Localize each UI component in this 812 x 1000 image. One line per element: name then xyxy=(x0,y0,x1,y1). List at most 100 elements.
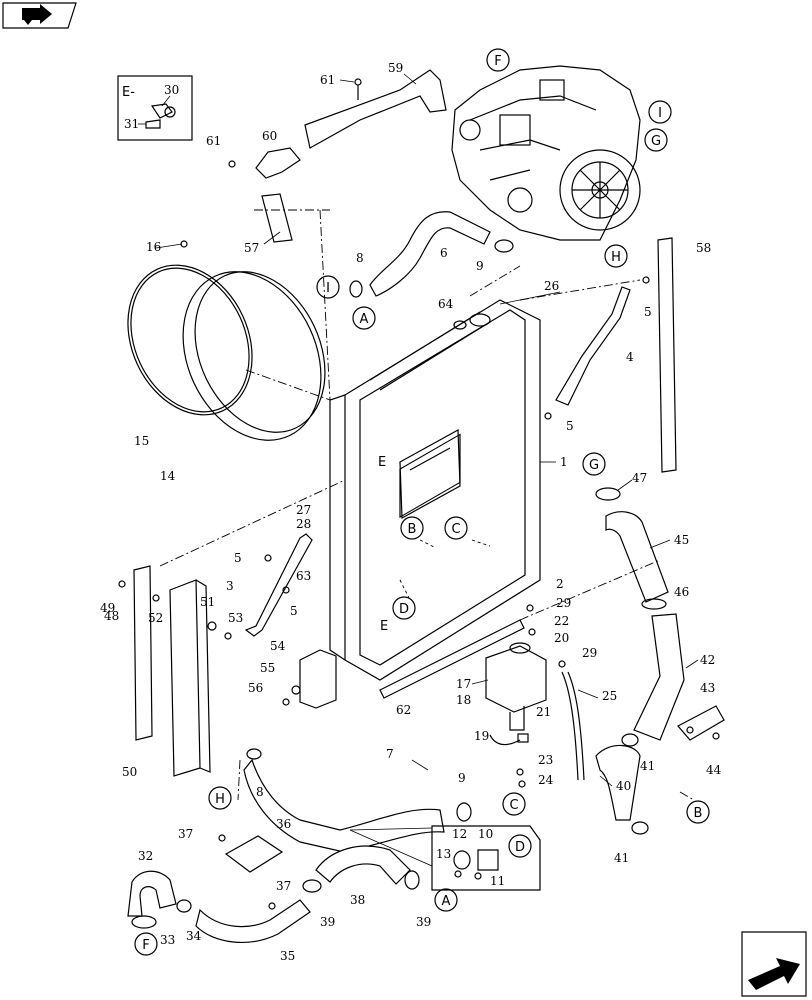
detail-d-group xyxy=(431,825,541,891)
svg-text:C: C xyxy=(451,522,460,537)
label-23: 23 xyxy=(538,753,553,767)
svg-text:D: D xyxy=(399,602,409,617)
label-48: 48 xyxy=(104,609,119,623)
hose-42 xyxy=(633,613,685,741)
label-56: 56 xyxy=(248,681,263,695)
callout-d-mid: D xyxy=(392,596,416,620)
e-marker-lower: E xyxy=(380,619,388,634)
label-42: 42 xyxy=(700,653,715,667)
label-62: 62 xyxy=(396,703,411,717)
svg-text:A: A xyxy=(442,894,451,909)
bracket-3 xyxy=(244,533,313,637)
label-57: 57 xyxy=(244,241,259,255)
label-9-upper: 9 xyxy=(476,259,484,273)
hose-clamp-9-upper xyxy=(494,239,514,253)
callout-g-top: G xyxy=(644,128,668,152)
e-marker-upper: E xyxy=(378,455,386,470)
label-54: 54 xyxy=(270,639,286,653)
hose-clamp-9-lower xyxy=(456,802,472,822)
bracket-36 xyxy=(224,835,284,873)
label-18: 18 xyxy=(456,693,471,707)
label-6: 6 xyxy=(440,246,448,260)
svg-text:B: B xyxy=(408,522,417,537)
label-22: 22 xyxy=(554,614,569,628)
svg-text:G: G xyxy=(651,134,661,149)
label-13: 13 xyxy=(436,847,451,861)
book-arrow-icon[interactable] xyxy=(2,2,77,29)
cushion-54 xyxy=(299,649,337,709)
part-labels: 61 59 61 60 16 57 8 6 9 58 26 64 5 4 5 1… xyxy=(100,61,722,963)
label-2: 2 xyxy=(556,577,564,591)
label-46: 46 xyxy=(674,585,689,599)
bolts xyxy=(118,78,720,910)
label-38: 38 xyxy=(350,893,365,907)
callouts: F I G H I A G B C D H C B D A F xyxy=(134,48,710,956)
label-5b: 5 xyxy=(566,419,574,433)
reserve-tank xyxy=(485,642,547,731)
label-55: 55 xyxy=(260,661,275,675)
label-24: 24 xyxy=(538,773,554,787)
svg-text:F: F xyxy=(142,938,149,953)
label-35: 35 xyxy=(280,949,295,963)
label-32: 32 xyxy=(138,849,153,863)
label-39b: 39 xyxy=(416,915,431,929)
stay-bar-62 xyxy=(379,619,525,699)
radiator-assembly xyxy=(329,299,541,681)
label-53: 53 xyxy=(228,611,243,625)
hose-clamp-39b xyxy=(404,870,420,890)
label-29a: 29 xyxy=(556,596,571,610)
label-27: 27 xyxy=(296,503,311,517)
hose-clamp-8-lower xyxy=(246,748,262,760)
label-50: 50 xyxy=(122,765,137,779)
side-panel-58 xyxy=(657,237,677,473)
label-9-lower: 9 xyxy=(458,771,466,785)
hose-clamp-33 xyxy=(131,915,157,929)
shroud-seal-upper xyxy=(304,69,447,149)
overflow-hose-25 xyxy=(561,671,585,781)
label-49: 49 xyxy=(100,601,115,615)
shroud-side-seal xyxy=(255,147,301,243)
next-page-arrow-icon[interactable] xyxy=(741,931,807,997)
label-4: 4 xyxy=(626,350,634,364)
label-40: 40 xyxy=(616,779,631,793)
callout-a-upper: A xyxy=(352,306,376,330)
label-60: 60 xyxy=(262,129,277,143)
svg-text:G: G xyxy=(589,458,599,473)
svg-text:D: D xyxy=(515,840,525,855)
svg-text:C: C xyxy=(509,798,518,813)
label-63: 63 xyxy=(296,569,311,583)
label-58: 58 xyxy=(696,241,711,255)
label-8-lower: 8 xyxy=(256,785,264,799)
hose-clamp-46 xyxy=(641,598,667,610)
label-12: 12 xyxy=(452,827,467,841)
label-20: 20 xyxy=(554,631,569,645)
label-5d: 5 xyxy=(290,604,298,618)
svg-text:H: H xyxy=(611,250,621,265)
side-panel-48 xyxy=(133,565,153,741)
svg-text:A: A xyxy=(360,312,369,327)
radiator-cap xyxy=(453,313,491,330)
side-panel-50 xyxy=(169,579,211,777)
svg-text:B: B xyxy=(694,806,703,821)
sensor-19 xyxy=(489,733,529,746)
callout-i-top: I xyxy=(648,100,672,124)
pipe-35 xyxy=(195,899,311,944)
bracket-43 xyxy=(677,705,725,741)
label-64: 64 xyxy=(438,297,454,311)
label-19: 19 xyxy=(474,729,489,743)
inset-e-title: E- xyxy=(122,85,135,100)
label-31: 31 xyxy=(124,117,139,131)
label-45: 45 xyxy=(674,533,689,547)
label-10: 10 xyxy=(478,827,493,841)
label-29b: 29 xyxy=(582,646,597,660)
label-14: 14 xyxy=(160,469,176,483)
label-7: 7 xyxy=(386,747,394,761)
label-5a: 5 xyxy=(644,305,652,319)
callout-c-mid: C xyxy=(444,516,468,540)
hose-clamp-34 xyxy=(176,899,192,913)
svg-text:I: I xyxy=(326,281,330,296)
hose-38 xyxy=(315,845,411,885)
label-39a: 39 xyxy=(320,915,335,929)
hose-clamp-41b xyxy=(631,821,649,835)
inset-e-box: E- 30 31 xyxy=(117,75,193,141)
